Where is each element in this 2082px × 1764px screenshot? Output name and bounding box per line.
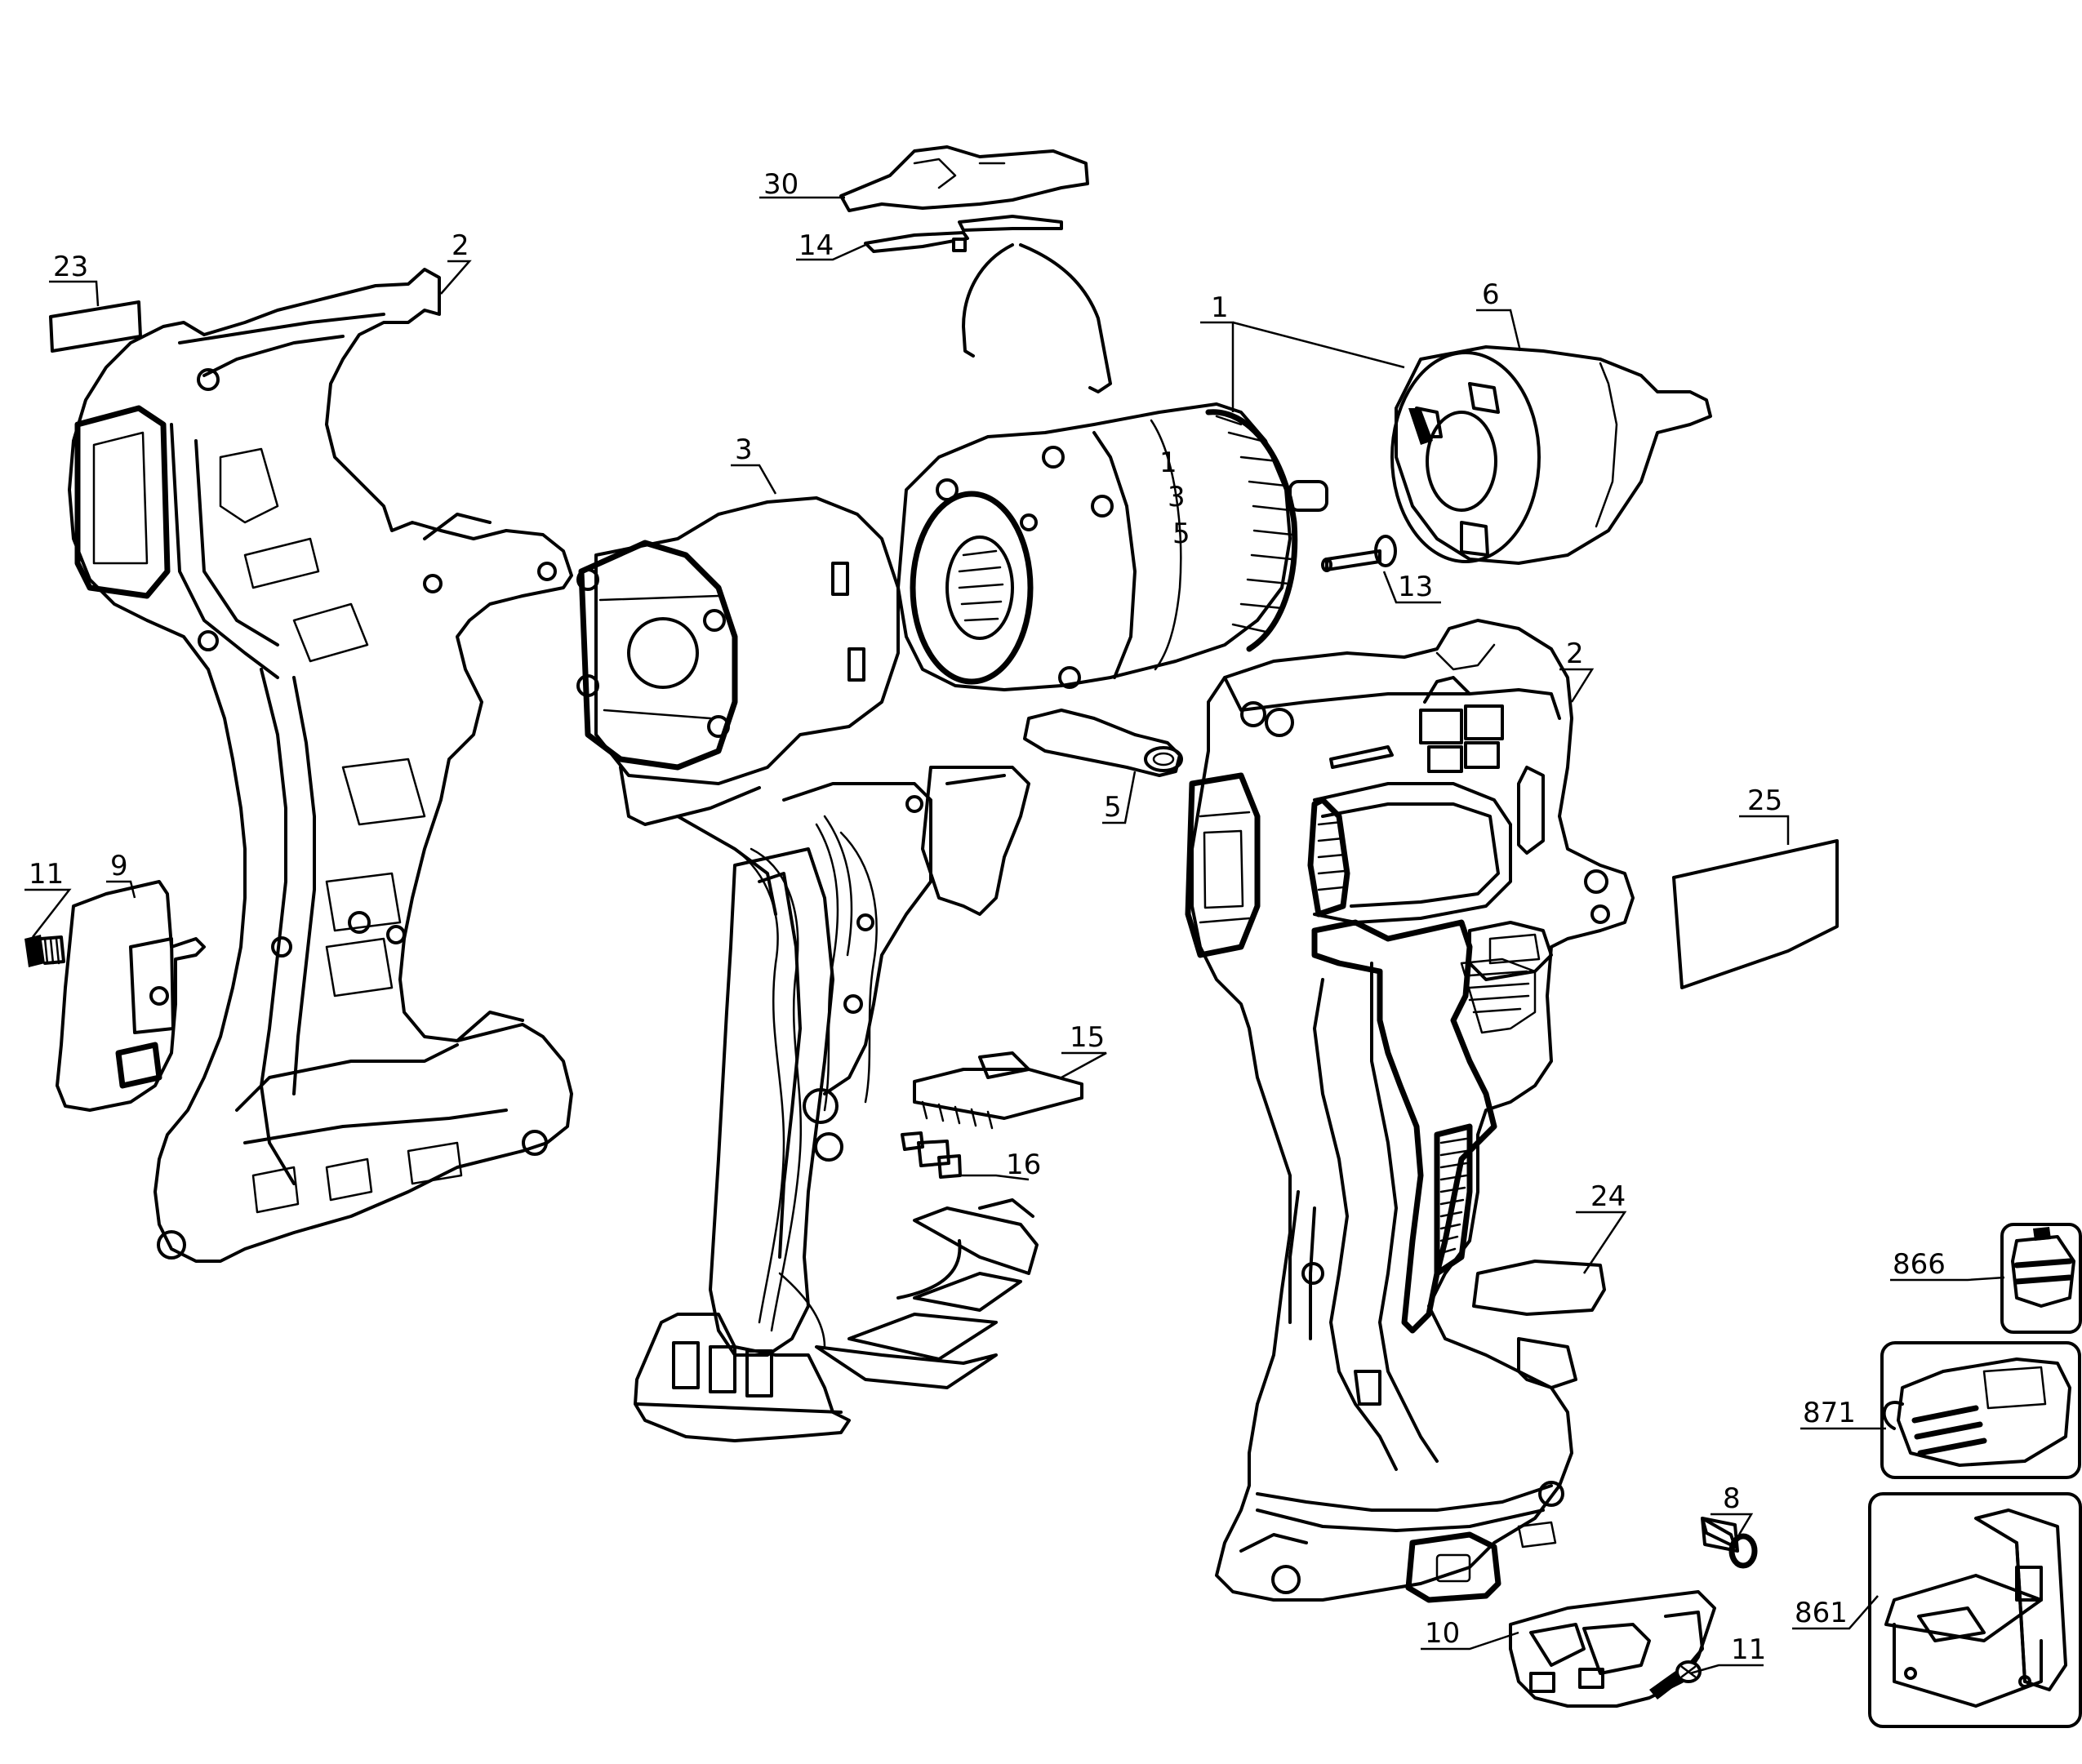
callout-13[interactable]: 13 xyxy=(1398,571,1433,603)
callout-861[interactable]: 861 xyxy=(1795,1597,1848,1629)
gear-shifter-part xyxy=(839,145,1089,212)
callout-16[interactable]: 16 xyxy=(1006,1149,1041,1181)
callout-5[interactable]: 5 xyxy=(1104,791,1122,824)
belt-hook-part xyxy=(56,880,206,1112)
charger-accessory-box xyxy=(1880,1341,2081,1479)
callout-23[interactable]: 23 xyxy=(53,251,88,283)
screw-11-left-part xyxy=(24,935,65,967)
callout-25[interactable]: 25 xyxy=(1747,784,1782,817)
callout-10[interactable]: 10 xyxy=(1425,1617,1460,1650)
callout-30[interactable]: 30 xyxy=(763,168,799,201)
callout-6[interactable]: 6 xyxy=(1482,278,1500,311)
leader-lines xyxy=(24,196,2005,1675)
transmission-part: 1 3 5 xyxy=(896,402,1328,691)
callout-24[interactable]: 24 xyxy=(1590,1180,1626,1213)
contact-part xyxy=(901,1131,962,1179)
bit-holder-part xyxy=(1023,709,1183,777)
screw-8-part xyxy=(1701,1517,1758,1569)
circuit-board-part xyxy=(815,1198,1039,1389)
callout-2-left-housing[interactable]: 2 xyxy=(452,229,469,262)
terminal-block-part xyxy=(913,1051,1083,1130)
motor-switch-assembly-part xyxy=(576,496,1030,1442)
left-housing-part xyxy=(68,268,573,1263)
label-24-part xyxy=(1472,1260,1606,1316)
callout-labels: 30 14 23 2 1 6 3 13 2 5 25 9 11 15 16 24… xyxy=(29,168,1946,1666)
chuck-screw-part xyxy=(1321,535,1397,572)
right-housing-part xyxy=(1185,619,1635,1603)
callout-3[interactable]: 3 xyxy=(735,433,753,466)
battery-latch-part xyxy=(1509,1590,1716,1708)
screw-11-right-part xyxy=(1649,1660,1702,1700)
label-25-part xyxy=(1672,839,1839,989)
label-23-part xyxy=(49,300,142,353)
callout-11-right[interactable]: 11 xyxy=(1731,1633,1766,1666)
torque-number: 3 xyxy=(1168,481,1186,513)
callout-866[interactable]: 866 xyxy=(1893,1248,1946,1281)
callout-8[interactable]: 8 xyxy=(1723,1482,1741,1515)
chuck-part xyxy=(1390,345,1712,565)
kit-box-accessory-box xyxy=(1868,1492,2082,1728)
torque-number: 1 xyxy=(1159,447,1177,479)
callout-11-left[interactable]: 11 xyxy=(29,858,64,891)
callout-15[interactable]: 15 xyxy=(1070,1021,1105,1054)
callout-1[interactable]: 1 xyxy=(1211,291,1229,324)
torque-number: 5 xyxy=(1172,518,1190,550)
shifter-spring-part xyxy=(864,215,1112,393)
callout-14[interactable]: 14 xyxy=(799,229,834,262)
callout-871[interactable]: 871 xyxy=(1803,1397,1856,1429)
callout-2-right-housing[interactable]: 2 xyxy=(1566,638,1584,670)
callout-9[interactable]: 9 xyxy=(110,850,128,882)
battery-accessory-box xyxy=(2000,1223,2082,1334)
